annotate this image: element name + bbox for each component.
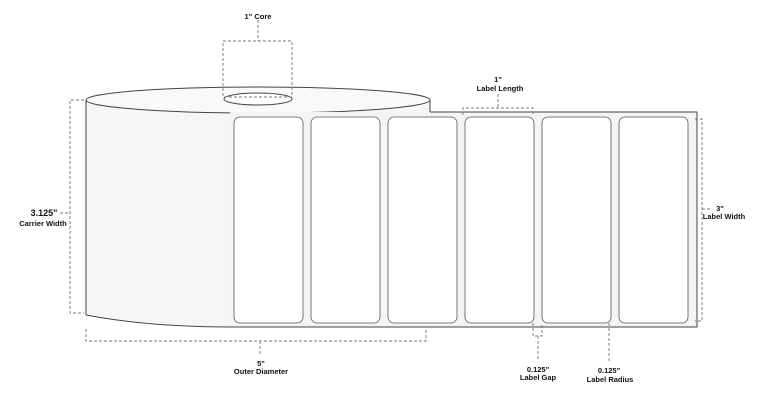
outer-diameter-label: Outer Diameter [234, 367, 288, 376]
carrier-width-dimension [60, 99, 84, 314]
roll-bottom-arc [85, 314, 231, 328]
label-gap-dimension [532, 323, 543, 361]
label-length-dimension [462, 94, 534, 115]
label [541, 116, 612, 324]
label-gap-value: 0.125" [527, 365, 550, 374]
core-value-text: 1" Core [245, 12, 272, 21]
outer-diameter-value: 5" [257, 359, 265, 368]
carrier-width-value: 3.125" [31, 208, 58, 218]
label-length-value: 1" [494, 75, 502, 84]
label-radius-label: Label Radius [587, 375, 634, 384]
label-radius-value: 0.125" [598, 366, 621, 375]
core-dimension [222, 20, 293, 98]
label-length-label: Label Length [477, 84, 524, 93]
carrier-width-label: Carrier Width [19, 219, 67, 228]
label [310, 116, 381, 324]
labels-group [233, 116, 689, 324]
label-width-value: 3" [716, 204, 724, 213]
label-width-label: Label Width [703, 212, 746, 221]
label [618, 116, 689, 324]
label [387, 116, 458, 324]
outer-diameter-dimension [85, 329, 427, 356]
label-width-dimension [695, 118, 710, 322]
label [464, 116, 535, 324]
label-gap-label: Label Gap [520, 373, 557, 382]
core-hole [223, 92, 293, 106]
label [233, 116, 304, 324]
